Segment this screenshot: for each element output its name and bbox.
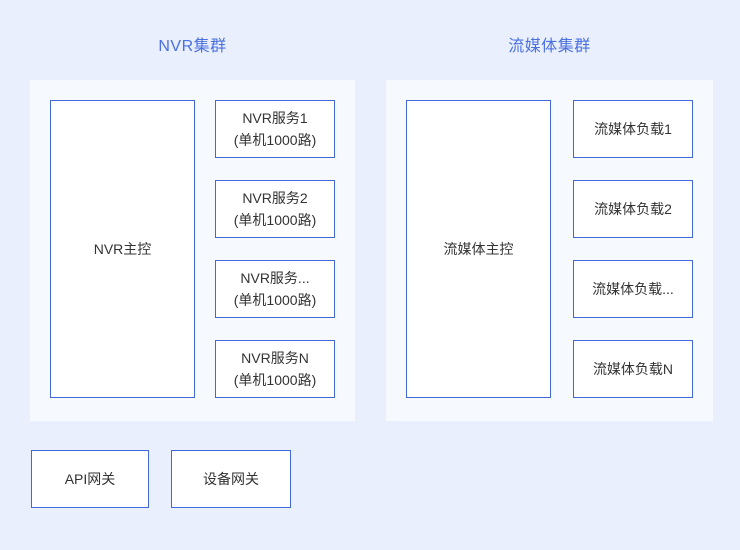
device-gateway-box: 设备网关 <box>171 450 291 508</box>
nvr-node-line2: (单机1000路) <box>233 212 317 228</box>
media-node-box-n: 流媒体负载N <box>573 340 693 398</box>
media-node-box-2: 流媒体负载2 <box>573 180 693 238</box>
nvr-node-box-ellipsis: NVR服务... (单机1000路) <box>215 260 335 318</box>
media-node-box-1: 流媒体负载1 <box>573 100 693 158</box>
nvr-node-line2: (单机1000路) <box>233 292 317 308</box>
nvr-node-line1: NVR服务N <box>241 350 309 366</box>
media-cluster-title: 流媒体集群 <box>508 38 591 55</box>
nvr-node-box-2: NVR服务2 (单机1000路) <box>215 180 335 238</box>
media-cluster-panel: 流媒体主控 流媒体负载1 流媒体负载2 流媒体负载... 流媒体负载N <box>386 80 713 421</box>
nvr-node-line2: (单机1000路) <box>233 372 317 388</box>
nvr-node-box-n: NVR服务N (单机1000路) <box>215 340 335 398</box>
media-node-line1: 流媒体负载... <box>592 281 674 297</box>
nvr-node-line1: NVR服务1 <box>242 110 308 126</box>
nvr-node-line1: NVR服务... <box>240 270 310 286</box>
media-node-line1: 流媒体负载2 <box>594 201 672 217</box>
media-master-box: 流媒体主控 <box>406 100 551 398</box>
media-node-box-ellipsis: 流媒体负载... <box>573 260 693 318</box>
nvr-cluster-panel: NVR主控 NVR服务1 (单机1000路) NVR服务2 (单机1000路) … <box>30 80 355 421</box>
media-node-line1: 流媒体负载1 <box>594 121 672 137</box>
nvr-node-line1: NVR服务2 <box>242 190 308 206</box>
nvr-master-box: NVR主控 <box>50 100 195 398</box>
nvr-cluster-title: NVR集群 <box>158 38 227 55</box>
nvr-node-line2: (单机1000路) <box>233 132 317 148</box>
api-gateway-box: API网关 <box>31 450 149 508</box>
nvr-node-box-1: NVR服务1 (单机1000路) <box>215 100 335 158</box>
media-node-line1: 流媒体负载N <box>592 361 674 377</box>
